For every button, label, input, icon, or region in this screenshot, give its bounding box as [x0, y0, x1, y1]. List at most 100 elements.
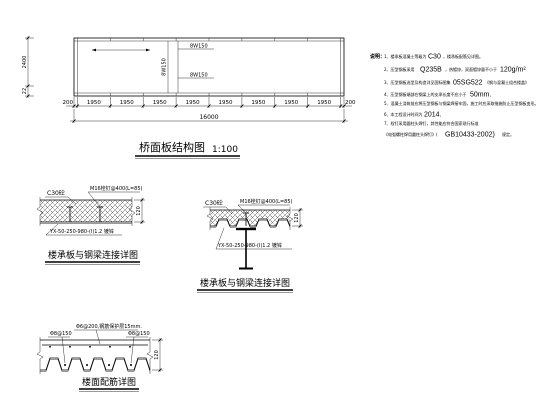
break-line-left — [36, 337, 44, 374]
notes-heading: 说明： — [370, 53, 385, 60]
plan-title-block: 桥面板结构图 1:100 — [135, 140, 240, 159]
note-3-atlas-code: 05SG522 — [453, 80, 483, 87]
steel-deck-profile — [210, 219, 291, 228]
thickness-label: 120 — [136, 206, 142, 216]
plan-crossbeam-marks — [110, 38, 308, 96]
rebar-dot — [69, 345, 71, 348]
floor-rebar-detail: Φ6@200,钢筋保护层15mm. Φ8@150 Φ8@150 120 楼面配筋… — [36, 323, 163, 392]
note-4-bearing-length: 50mm. — [470, 92, 491, 99]
note-1-concrete-grade: C30 — [428, 54, 441, 61]
extension-lines — [73, 97, 345, 108]
note-3-atlas-name: 《钢与混凝土组合楼盖》 — [485, 79, 529, 85]
plan-scale: 1:100 — [212, 145, 238, 155]
detail-title: 楼面配筋详图 — [82, 376, 136, 388]
break-line-right — [286, 207, 294, 230]
stud-label: M16栓钉@400(L=85) — [90, 185, 143, 192]
note-2-steel-grade: Q235B — [420, 67, 442, 74]
note-1-text: 1、楼承板混凝土等级为 — [384, 53, 427, 59]
top-rebar-dots — [49, 345, 131, 348]
stud-leader — [87, 191, 140, 208]
shear-stud — [67, 206, 73, 222]
general-notes: 说明： 1、楼承板混凝土等级为 C30 ，楼承板配筋见详图。 2、压型钢板采用 … — [370, 53, 539, 139]
rebar-dot — [49, 345, 51, 348]
connection-detail-left: C30砼 M16栓钉@400(L=85) 120 YX-50-250-980-(… — [36, 185, 145, 265]
rebar-dot — [130, 364, 132, 366]
beam-label-vertical: 8W150 — [162, 58, 168, 76]
dim-label-bay: 1950 — [120, 100, 134, 106]
dim-label-edge: 22 — [22, 88, 28, 94]
detail-title: 楼承板与钢梁连接详图 — [200, 277, 290, 289]
rebar-dot — [129, 345, 131, 348]
crossbeam-mark — [110, 38, 308, 96]
tick-marks-total — [72, 119, 346, 123]
concrete-label: C30砼 — [47, 189, 65, 197]
rib-rebar-dots — [64, 364, 132, 366]
arrow-head-left — [92, 48, 96, 52]
plan-title: 桥面板结构图 — [139, 140, 205, 154]
slab-bottom-profile — [210, 218, 291, 227]
rebar-dot — [86, 364, 88, 366]
rebar-dot — [109, 345, 111, 348]
break-line-right — [146, 337, 154, 374]
top-rebar-leader — [74, 329, 138, 345]
deck-label: YX-50-250-980-(I)1.2 镀锌 — [217, 242, 282, 249]
thickness-extension-lines — [152, 339, 163, 371]
deck-leader — [215, 227, 292, 250]
break-line-left — [206, 207, 214, 230]
thickness-label: 120 — [294, 213, 300, 223]
note-7-standard-code: GB10433-2002) — [445, 132, 495, 139]
concrete-slab-hatch — [210, 210, 290, 226]
concrete-slab-hatch — [40, 200, 132, 222]
thickness-ticks — [298, 208, 302, 228]
dim-label-bay: 1950 — [186, 100, 200, 106]
note-7-text-end: 规定。 — [502, 131, 514, 137]
note-4-text: 4、压型钢板端部在钢梁上的支承长度不应小于 — [384, 91, 467, 97]
concrete-leader — [45, 196, 77, 205]
note-2-text: 2、压型钢板采用 — [384, 66, 415, 72]
dim-label-bay: 1950 — [219, 100, 233, 106]
thickness-extension-lines — [292, 209, 303, 227]
top-rebar-label: Φ6@200,钢筋保护层15mm. — [76, 323, 142, 330]
rebar-dot — [108, 364, 110, 366]
stud-label: M16栓钉@400(L=85) — [240, 198, 293, 205]
steel-deck-profile — [40, 359, 151, 372]
thickness-extension-lines — [134, 199, 145, 223]
break-line-right — [128, 197, 136, 226]
steel-beam-bottom-flange — [239, 267, 253, 270]
detail-title: 楼承板与钢梁连接详图 — [48, 249, 138, 261]
connection-detail-right: C30砼 M16栓钉@400(L=85) 120 YX-50-250-980-(… — [197, 198, 303, 293]
deck-label: YX-50-250-980-(I)1.2 镀锌 — [49, 228, 114, 235]
note-2-text-mid: ，热镀锌，双面镀锌量不小于 — [445, 66, 497, 72]
dim-label-bay: 1950 — [251, 100, 265, 106]
dim-label-bay: 1950 — [87, 100, 101, 106]
rebar-dot — [64, 364, 66, 366]
slab-bottom-profile — [40, 357, 151, 371]
arrow-head-right — [146, 48, 150, 52]
extension-lines — [25, 37, 34, 97]
steel-beam-top-flange — [236, 227, 256, 231]
break-line-left — [36, 197, 44, 226]
note-6-text: 6、本工程设计时间为 — [384, 111, 423, 117]
rebar-dot — [89, 345, 91, 348]
dim-label-bay: 1950 — [153, 100, 167, 106]
deck-span-direction-arrow — [92, 48, 150, 52]
beam-label-top: 8W150 — [190, 44, 208, 50]
note-3-text: 3、压型钢板选型及构造详见国标图集 — [384, 79, 451, 85]
bottom-rebar-label-left: Φ8@150 — [50, 331, 72, 337]
note-6-year: 2014. — [424, 112, 442, 119]
stud-leader — [237, 204, 290, 214]
thickness-ticks — [140, 198, 144, 224]
dim-label-bay: 1950 — [284, 100, 298, 106]
note-2-zinc-weight: 120g/m² — [500, 67, 526, 74]
dim-label-end-left: 200 — [63, 100, 74, 106]
tick-marks — [26, 36, 30, 98]
concrete-label: C30砼 — [205, 199, 223, 207]
deck-leader — [45, 223, 122, 236]
dim-label-bay: 1950 — [317, 100, 331, 106]
thickness-ticks — [158, 338, 162, 372]
dim-label-total: 16000 — [199, 114, 218, 121]
note-7-standard-name: 《电弧螺柱焊用圆柱头焊钉》( — [384, 131, 438, 137]
thickness-label: 120 — [154, 350, 160, 360]
bottom-rebar-leader-left — [48, 336, 70, 364]
